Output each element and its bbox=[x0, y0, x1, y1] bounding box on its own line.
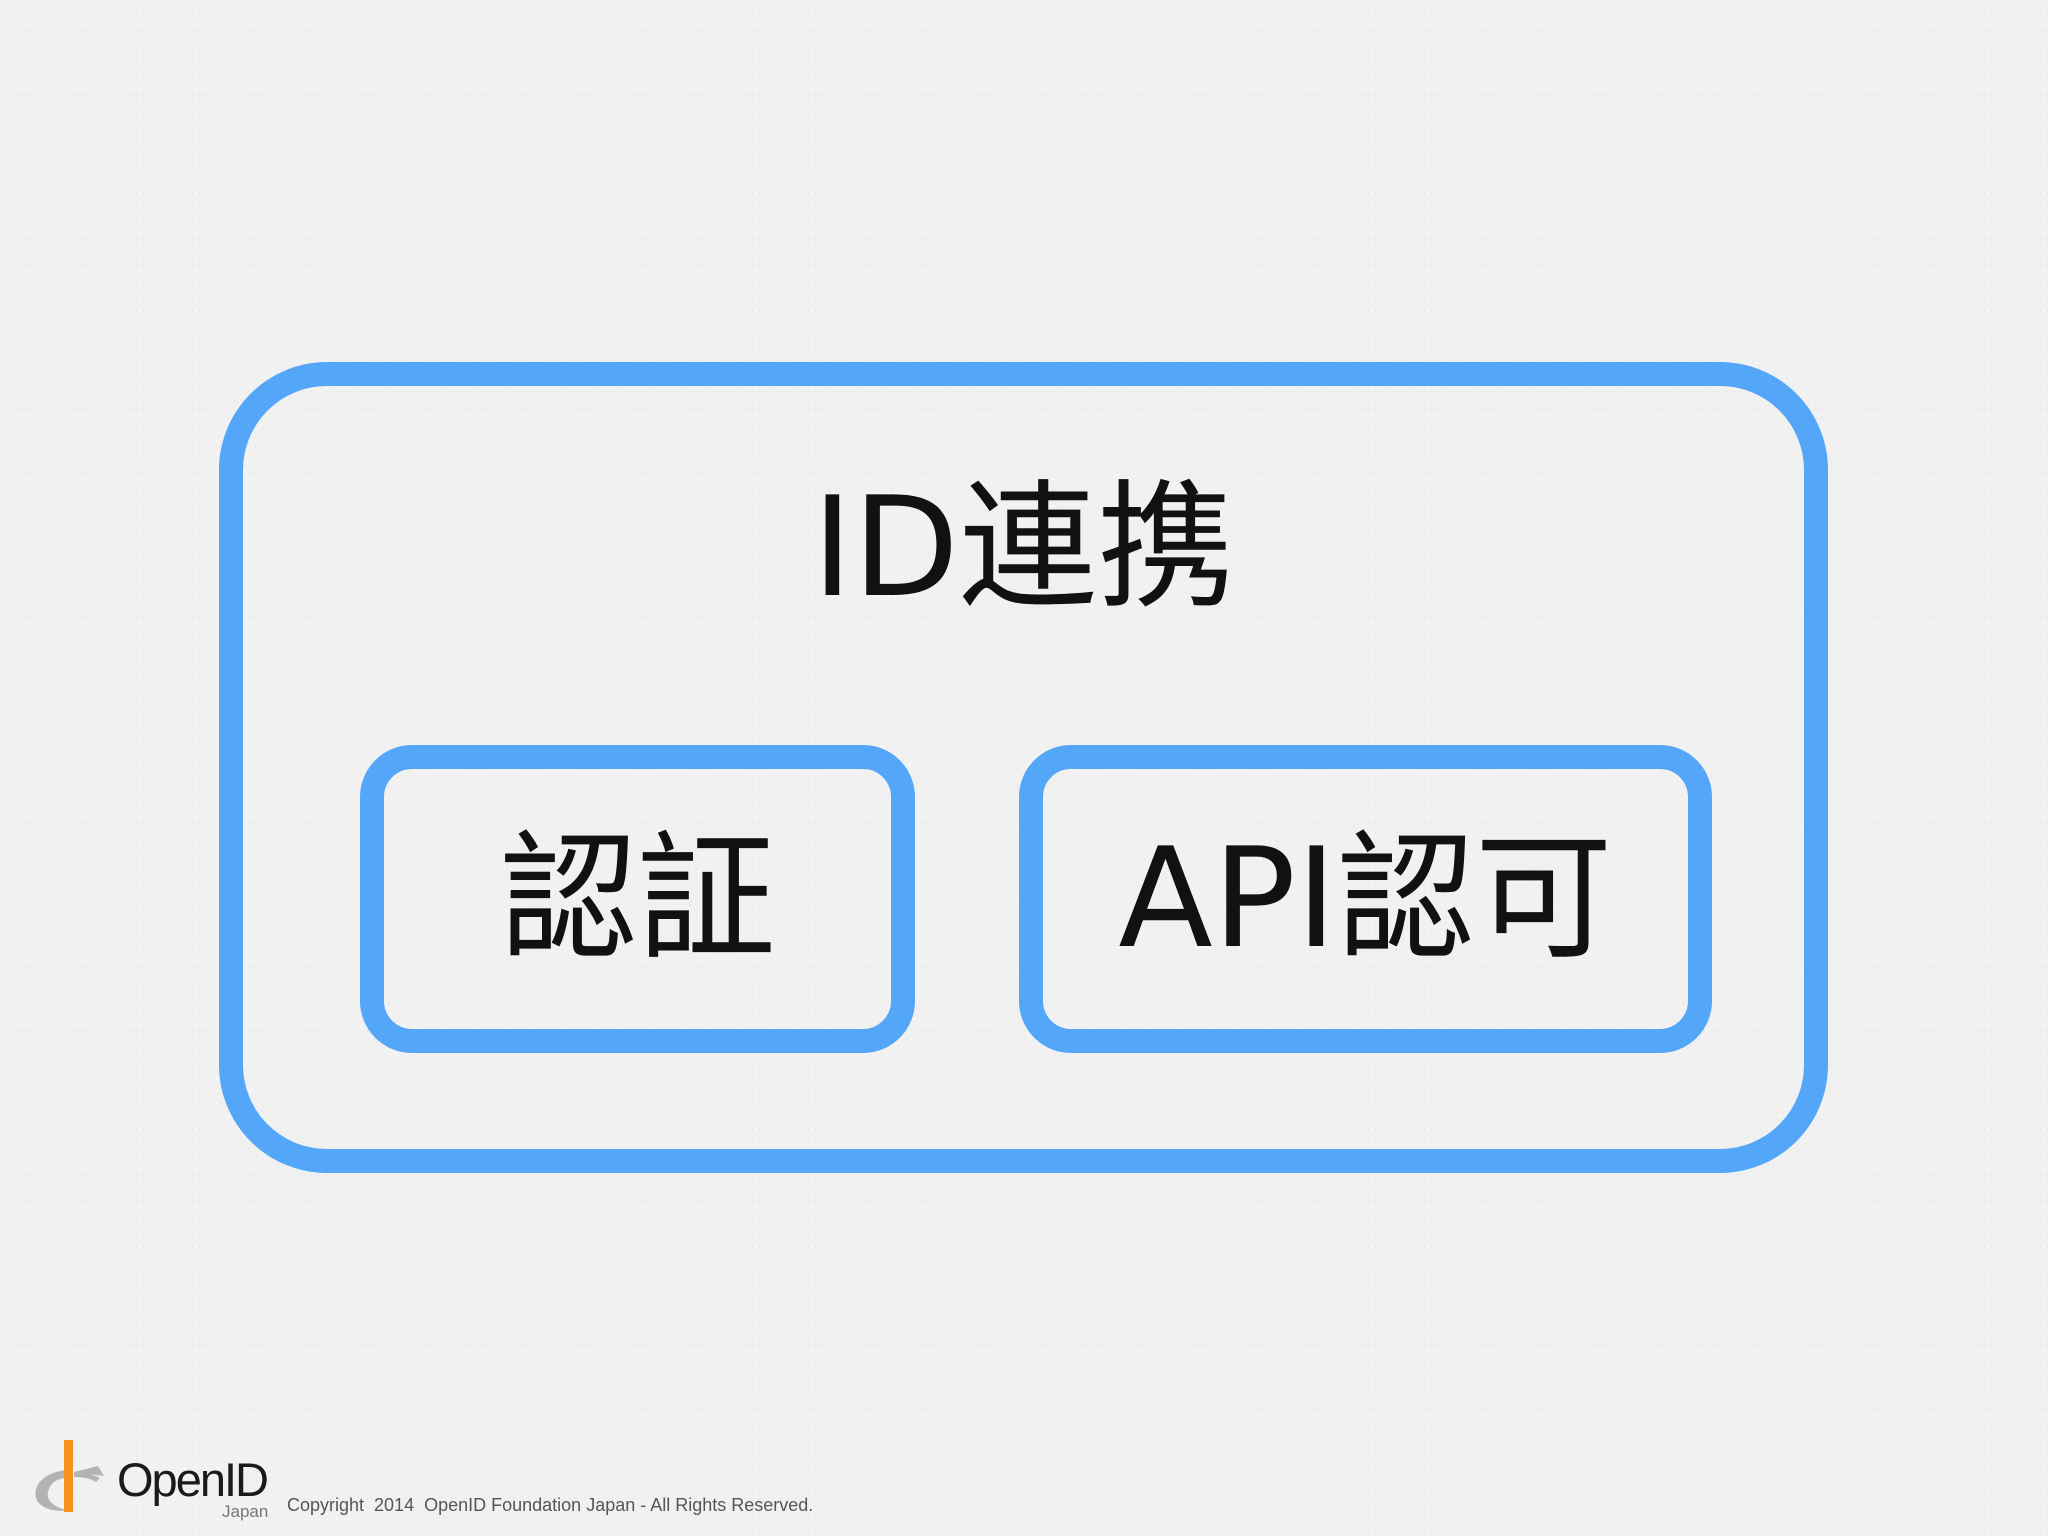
logo-gray-arrow-tail bbox=[74, 1472, 100, 1482]
openid-japan-sub: Japan bbox=[222, 1502, 269, 1521]
logo-orange-bar bbox=[64, 1440, 73, 1512]
logo-gray-arrow bbox=[74, 1466, 104, 1476]
api-authorization-label: API認可 bbox=[1118, 818, 1613, 979]
diagram-title: ID連携 bbox=[812, 467, 1235, 628]
authentication-box: 認証 bbox=[360, 745, 915, 1053]
copyright-notice: Copyright 2014 OpenID Foundation Japan -… bbox=[287, 1495, 814, 1515]
id-federation-group bbox=[219, 362, 1828, 1173]
authentication-label: 認証 bbox=[499, 818, 776, 979]
logo-gray-arc bbox=[35, 1470, 68, 1511]
api-authorization-box: API認可 bbox=[1019, 745, 1712, 1053]
openid-brand: OpenID bbox=[117, 1453, 269, 1506]
openid-logo-icon bbox=[35, 1440, 104, 1512]
